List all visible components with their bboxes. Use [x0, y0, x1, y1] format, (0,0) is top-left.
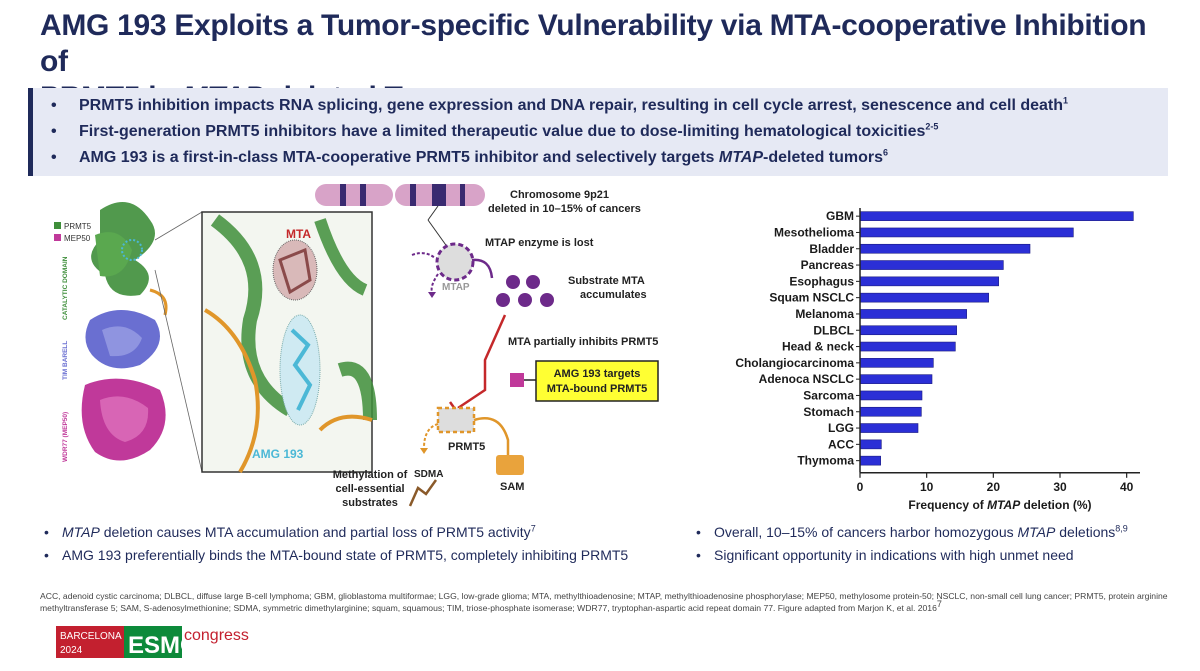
- mtap-label: MTAP: [442, 282, 470, 293]
- label-amg193: AMG 193: [252, 447, 304, 461]
- category-label: Stomach: [803, 405, 854, 419]
- mtap-enzyme-circle: [435, 242, 475, 282]
- x-tick-label: 0: [857, 480, 864, 494]
- category-label: Bladder: [809, 242, 854, 256]
- sdma-label: SDMA: [414, 469, 443, 480]
- chromosome-label-1: Chromosome 9p21: [510, 189, 609, 201]
- right-bullet-2: Significant opportunity in indications w…: [692, 544, 1128, 567]
- category-label: Squam NSCLC: [769, 291, 854, 305]
- right-bullet-1: Overall, 10–15% of cancers harbor homozy…: [692, 521, 1128, 544]
- title-line-1: AMG 193 Exploits a Tumor-specific Vulner…: [40, 9, 1147, 78]
- substrate-label-2: accumulates: [580, 289, 647, 301]
- category-label: Cholangiocarcinoma: [735, 356, 854, 370]
- box-label-2: MTA-bound PRMT5: [547, 383, 648, 395]
- box-label-1: AMG 193 targets: [554, 368, 641, 380]
- label-catalytic-domain: CATALYTIC DOMAIN: [62, 256, 69, 320]
- prmt5-enzyme-box: [436, 406, 476, 434]
- category-label: Mesothelioma: [774, 225, 854, 239]
- category-label: Pancreas: [801, 258, 855, 272]
- bar-stomach: [859, 406, 922, 417]
- bar-squam-nsclc: [859, 292, 989, 303]
- chromosome-icon: [315, 184, 485, 206]
- methylation-label-3: substrates: [342, 497, 398, 509]
- logo-year: 2024: [60, 645, 83, 656]
- category-label: Esophagus: [789, 274, 854, 288]
- binding-site-zoom-image: MTA AMG 193: [201, 211, 377, 474]
- footnote: ACC, adenoid cystic carcinoma; DLBCL, di…: [40, 591, 1168, 613]
- mta-molecules-icon: [496, 275, 554, 307]
- bar-bladder: [859, 243, 1031, 254]
- banner-bullet-2: First-generation PRMT5 inhibitors have a…: [47, 119, 1168, 145]
- category-label: Melanoma: [795, 307, 854, 321]
- category-label: Head & neck: [782, 340, 854, 354]
- prmt5-label: PRMT5: [448, 441, 485, 453]
- substrate-label-1: Substrate MTA: [568, 275, 645, 287]
- protein-structure-image: [81, 202, 168, 461]
- sam-icon: [496, 455, 524, 475]
- bar-thymoma: [859, 455, 881, 466]
- category-label: Thymoma: [797, 454, 854, 468]
- sam-label: SAM: [500, 481, 524, 493]
- esmo-congress-logo: BARCELONA 2024 ESMO congress: [56, 626, 249, 659]
- logo-city: BARCELONA: [60, 631, 122, 642]
- enzyme-lost-label: MTAP enzyme is lost: [485, 237, 594, 249]
- right-bullets: Overall, 10–15% of cancers harbor homozy…: [692, 521, 1128, 567]
- partial-inhibit-label: MTA partially inhibits PRMT5: [508, 336, 658, 348]
- mtap-deletion-bar-chart: GBM MesotheliomaBladderPancreasEsophagusS…: [735, 208, 1140, 512]
- bar-adenoca-nsclc: [859, 374, 933, 384]
- amg193-target-box: [535, 360, 659, 402]
- legend-mep50: MEP50: [64, 234, 91, 243]
- bar-mesothelioma: [859, 227, 1074, 238]
- key-points-banner: PRMT5 inhibition impacts RNA splicing, g…: [28, 88, 1168, 176]
- x-axis-label: Frequency of MTAP deletion (%): [908, 498, 1091, 512]
- label-wdr77: WDR77 (MEP50): [62, 412, 69, 462]
- x-tick-label: 20: [987, 480, 1001, 494]
- bar-dlbcl: [859, 325, 957, 336]
- left-bullet-2: AMG 193 preferentially binds the MTA-bou…: [40, 544, 628, 567]
- category-label: Adenoca NSCLC: [759, 372, 855, 386]
- x-tick-label: 40: [1120, 480, 1134, 494]
- bar-gbm: [859, 211, 1134, 221]
- banner-bullet-1: PRMT5 inhibition impacts RNA splicing, g…: [47, 93, 1168, 119]
- bar-cholangiocarcinoma: [859, 358, 934, 368]
- left-bullet-1: MTAP deletion causes MTA accumulation an…: [40, 521, 628, 544]
- label-tim-barrel: TIM BARELL: [62, 341, 69, 380]
- bar-lgg: [859, 423, 919, 433]
- chromosome-label-2: deleted in 10–15% of cancers: [488, 203, 641, 215]
- banner-bullet-3: AMG 193 is a first-in-class MTA-cooperat…: [47, 145, 1168, 171]
- label-mta: MTA: [286, 227, 311, 241]
- category-label: DLBCL: [813, 323, 854, 337]
- methylation-label-2: cell-essential: [335, 483, 404, 495]
- bar-esophagus: [859, 276, 999, 287]
- logo-brand: ESMO: [128, 632, 199, 659]
- x-tick-label: 10: [920, 480, 934, 494]
- category-label: LGG: [828, 421, 854, 435]
- bar-head-neck: [859, 341, 956, 352]
- category-label: ACC: [828, 437, 854, 451]
- bar-melanoma: [859, 309, 967, 319]
- bar-sarcoma: [859, 390, 923, 401]
- x-tick-label: 30: [1053, 480, 1067, 494]
- left-bullets: MTAP deletion causes MTA accumulation an…: [40, 521, 628, 567]
- methylation-label-1: Methylation of: [333, 469, 408, 481]
- category-label: Sarcoma: [803, 388, 854, 402]
- bar-pancreas: [859, 260, 1004, 270]
- logo-word: congress: [184, 627, 249, 644]
- mechanism-figure: PRMT5 MEP50 CATALYTIC DOMAIN TIM BARELL …: [54, 184, 659, 509]
- bar-acc: [859, 439, 882, 450]
- legend-prmt5: PRMT5: [64, 222, 92, 231]
- category-label: GBM: [826, 209, 854, 223]
